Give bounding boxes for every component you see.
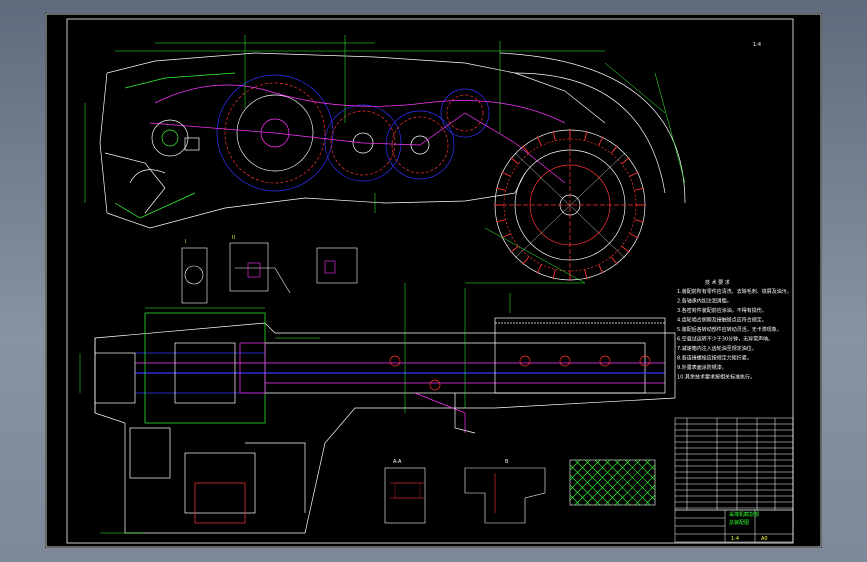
detail-views: I II	[181, 235, 358, 304]
section-c-hatch	[569, 459, 656, 506]
hatch-line	[569, 459, 591, 481]
drum-pick	[629, 233, 639, 239]
drum-pick	[536, 264, 542, 274]
drum-pick	[510, 245, 519, 253]
drum-pick	[584, 269, 588, 280]
arm-outline-lower	[106, 172, 526, 229]
detail-ii-label: II	[232, 235, 235, 241]
gear-idler	[385, 110, 455, 180]
drum-plan	[494, 317, 666, 394]
hatch-line	[569, 464, 611, 506]
tech-req-item: 10.其余技术要求按相关标准执行。	[677, 374, 755, 381]
title-name-line2: 总装配图	[729, 519, 749, 526]
arm-side-view	[99, 52, 606, 229]
hatch-line	[614, 464, 656, 506]
cad-drawing-canvas: 1:4	[45, 13, 822, 548]
section-a	[384, 467, 426, 524]
drum-pick	[522, 145, 530, 154]
tech-req-item: 5.装配后各转动部件应转动灵活，无卡滞现象。	[677, 326, 782, 333]
drawing-inner-border	[66, 18, 794, 544]
arm-plan-view	[94, 312, 676, 534]
title-scale: 1:4	[731, 536, 739, 542]
hatch-line	[624, 474, 656, 506]
drum-pick	[495, 219, 506, 223]
section-b	[464, 467, 546, 524]
drum-pick	[621, 245, 630, 253]
tech-req-item: 1.装配前所有零件应清洗、去除毛刺、铁屑及油污。	[677, 288, 792, 295]
drum-pick	[501, 171, 511, 177]
gear-small	[440, 88, 490, 138]
drum-pick	[598, 136, 604, 146]
gear-large	[216, 74, 334, 192]
arm-outline-left	[99, 72, 108, 214]
drum-pick	[522, 256, 530, 265]
drum-pick	[634, 187, 645, 191]
title-block	[674, 509, 794, 543]
hatch-line	[569, 459, 611, 501]
arm-outline-upper	[106, 52, 606, 124]
section-b-label: B	[505, 459, 509, 465]
drum-pick	[501, 233, 511, 239]
hatch-line	[624, 459, 656, 491]
drawing-outer-border	[45, 13, 822, 548]
hatch-line	[634, 459, 656, 481]
hatch-line	[634, 484, 656, 506]
drum-pick	[610, 145, 618, 154]
drum-pick	[634, 219, 645, 223]
drum-pick	[536, 136, 542, 146]
cutting-drum-end-view	[494, 52, 686, 281]
gear-middle	[324, 104, 402, 182]
title-sheet: A0	[761, 536, 768, 542]
tech-req-item: 2.各轴承内加注润滑脂。	[677, 298, 732, 305]
parts-list-table	[674, 417, 794, 511]
title-name-line1: 采煤机截割部	[729, 511, 759, 518]
gearbox-block	[144, 312, 266, 424]
tech-req-item: 4.齿轮啮合侧隙及接触斑点应符合规定。	[677, 317, 767, 324]
section-views-bottom: A-A B	[384, 459, 656, 524]
section-a-label: A-A	[393, 459, 402, 465]
hatch-line	[644, 494, 656, 506]
tech-req-item: 9.外露表面涂防锈漆。	[677, 364, 727, 371]
hatch-line	[569, 484, 591, 506]
plan-outline	[94, 322, 676, 534]
hatch-line	[614, 459, 656, 501]
scale-note: 1:4	[753, 42, 761, 48]
tech-req-title: 技 术 要 求	[705, 279, 730, 286]
drum-pick	[610, 256, 618, 265]
technical-requirements: 技 术 要 求 1.装配前所有零件应清洗、去除毛刺、铁屑及油污。 2.各轴承内加注…	[677, 279, 792, 381]
hatch-line	[644, 459, 656, 471]
drum-pick	[584, 130, 588, 141]
dimension-lines-top	[84, 35, 686, 284]
hatch-line	[569, 459, 581, 471]
hatch-line	[569, 459, 601, 491]
arm-centreline	[149, 112, 566, 184]
tech-req-item: 3.各密封件装配前应涂油，不得有损伤。	[677, 307, 767, 314]
tech-req-item: 7.减速箱内注入齿轮油至规定油位。	[677, 345, 757, 352]
detail-i-label: I	[185, 239, 186, 245]
drum-pick	[552, 269, 556, 280]
drum-pick	[621, 157, 630, 165]
hatch-line	[569, 474, 601, 506]
dimension-lines-bottom	[79, 283, 511, 534]
drum-pick	[552, 130, 556, 141]
detail-i-body	[181, 247, 208, 304]
drum-pick	[629, 171, 639, 177]
drum-pick	[510, 157, 519, 165]
tech-req-item: 6.空载试运转不少于30分钟，无异常声响。	[677, 336, 773, 343]
drum-pick	[598, 264, 604, 274]
tech-req-item: 8.各连接螺栓应按规定力矩拧紧。	[677, 355, 752, 362]
drum-pick	[495, 187, 506, 191]
cad-viewport[interactable]: 1:4	[45, 13, 822, 548]
hatch-line	[569, 494, 581, 506]
